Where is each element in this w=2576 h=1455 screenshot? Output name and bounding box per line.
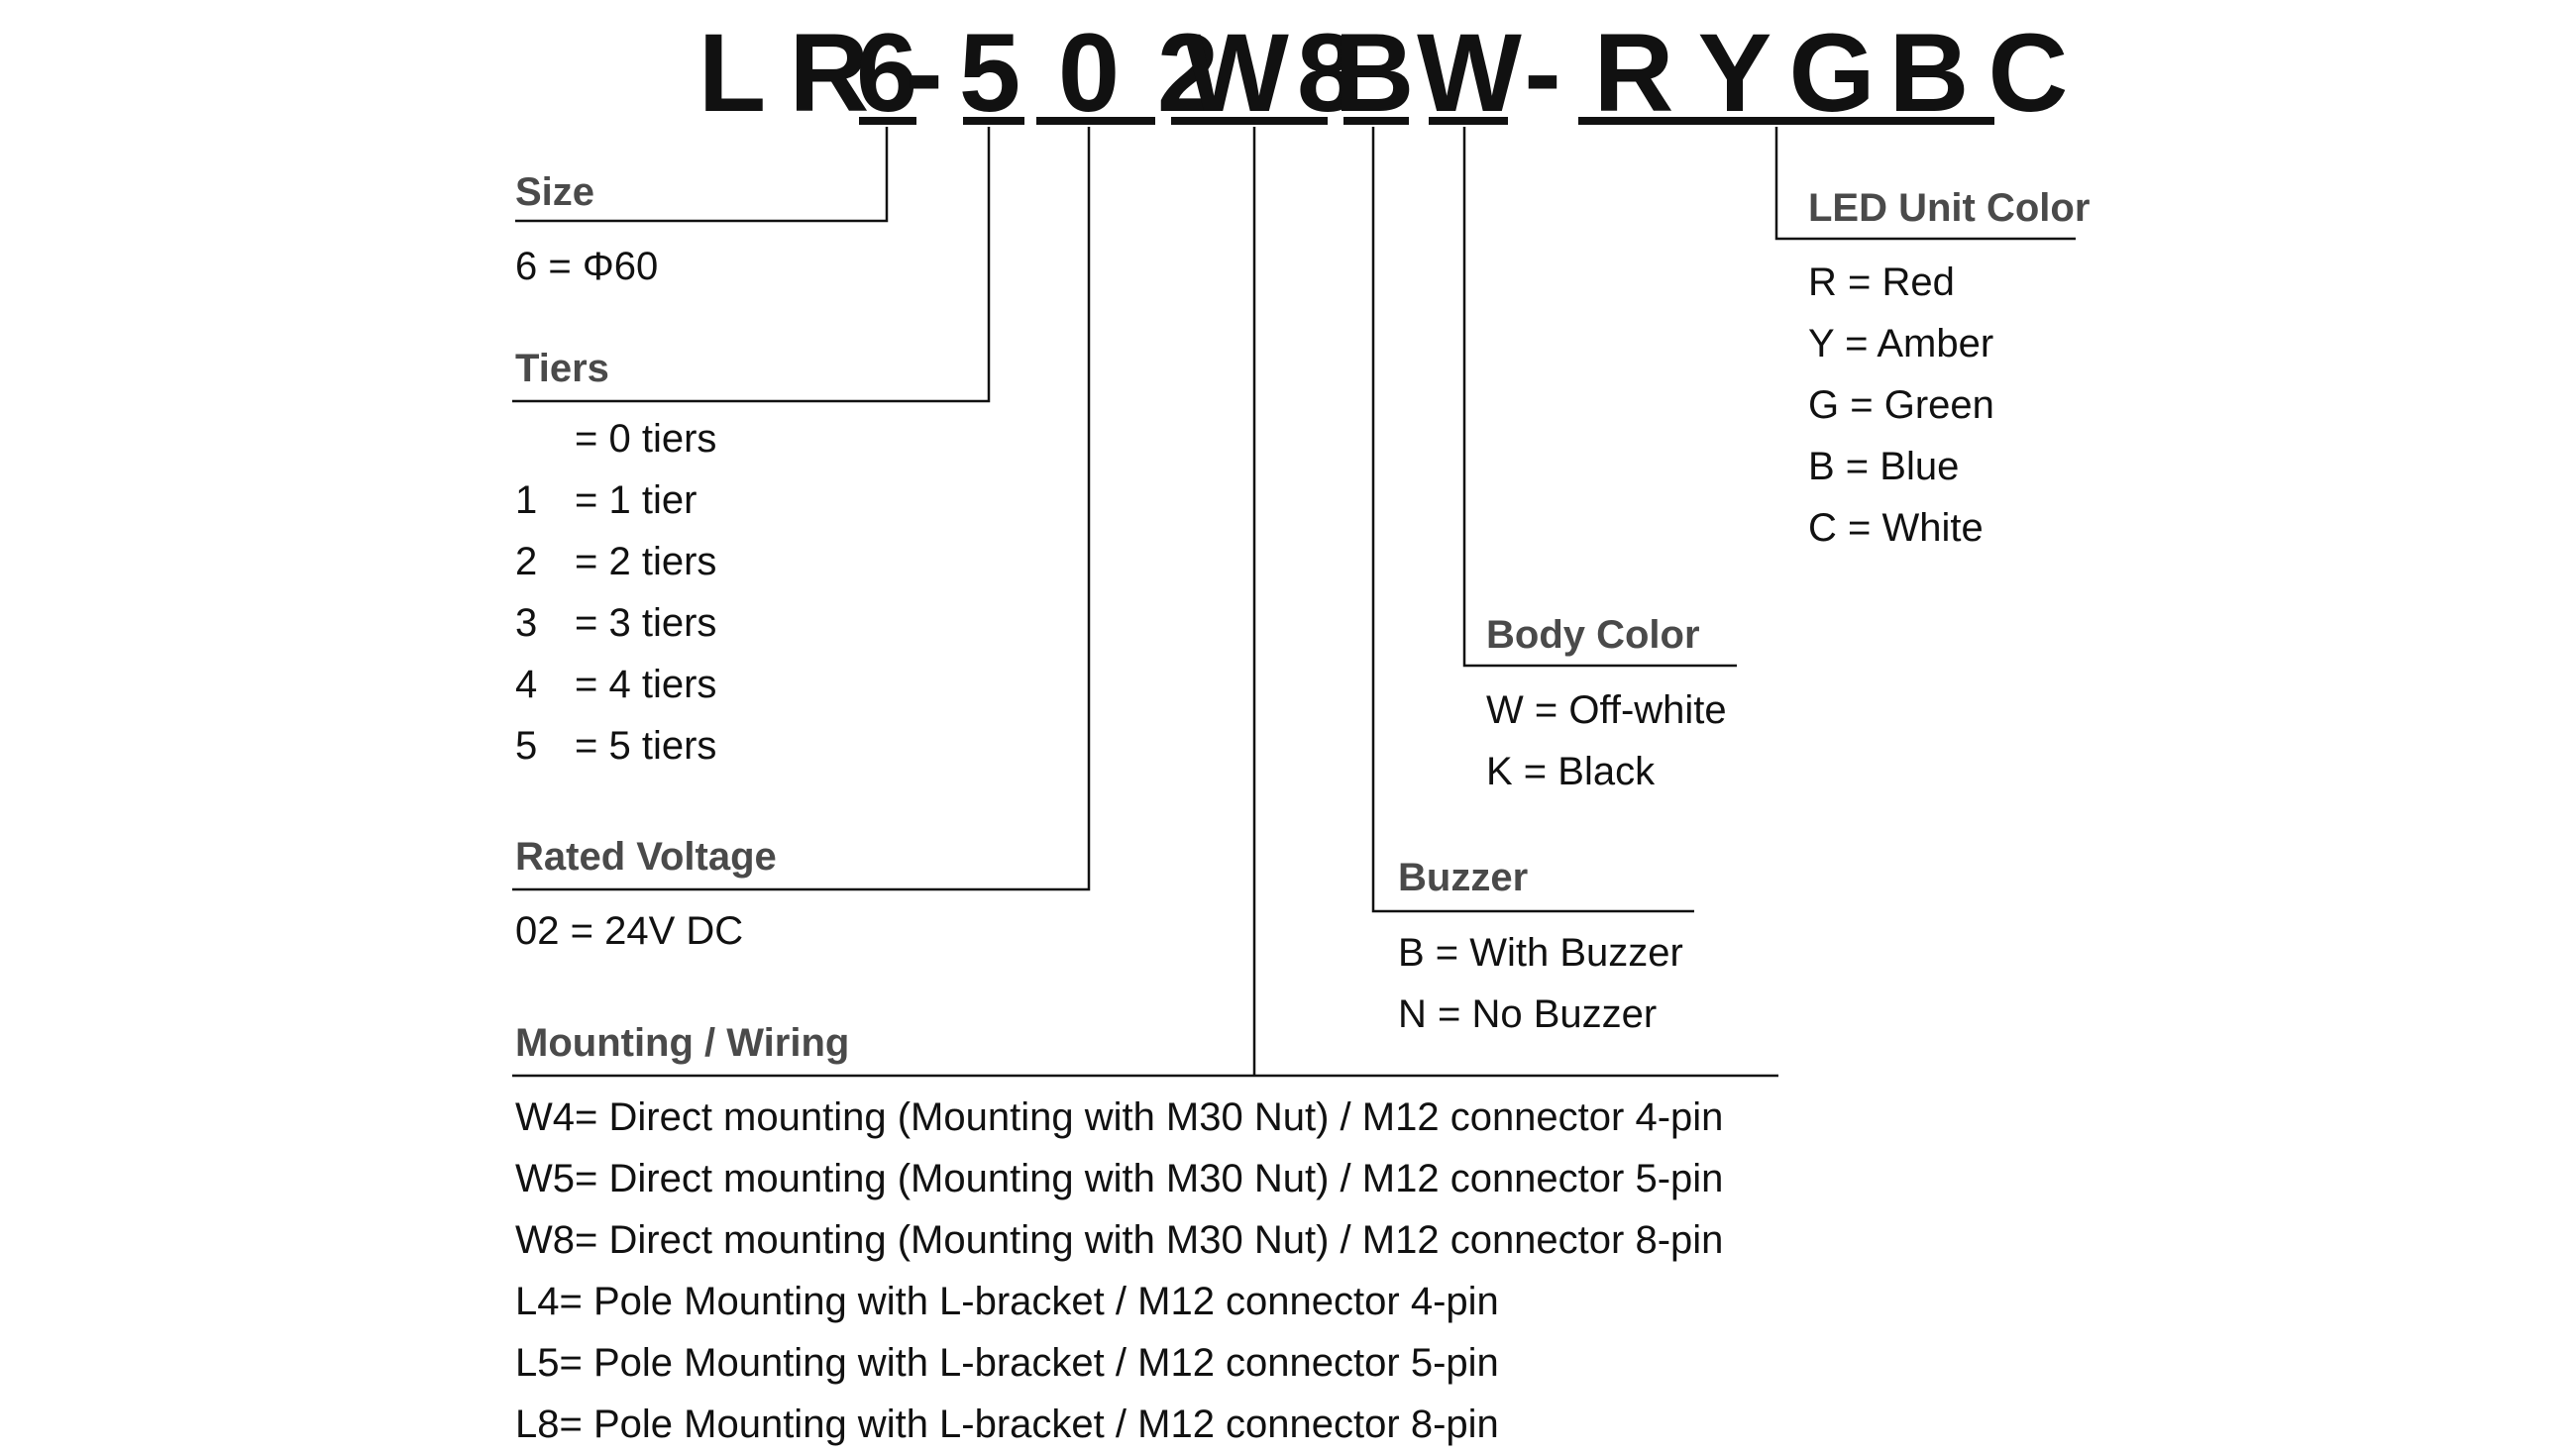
code-char-voltage: 2 xyxy=(1156,11,1220,135)
code-char: L xyxy=(698,11,767,135)
code-char-body-color: W xyxy=(1417,11,1522,135)
code-char-led: C xyxy=(1987,11,2069,135)
tier-desc: = 5 tiers xyxy=(575,724,717,768)
size-heading: Size xyxy=(515,170,595,214)
led-color-underline xyxy=(1578,117,1994,125)
tier-code: 2 xyxy=(515,540,538,583)
led-color-option: R = Red xyxy=(1808,260,1955,304)
mounting-underline xyxy=(1171,117,1328,125)
voltage-heading: Rated Voltage xyxy=(515,835,777,879)
mounting-option: L5= Pole Mounting with L-bracket / M12 c… xyxy=(515,1341,1499,1385)
buzzer-underline xyxy=(1343,117,1409,125)
code-dash: - xyxy=(1524,11,1561,135)
led-color-option: G = Green xyxy=(1808,383,1994,427)
body-color-option: W = Off-white xyxy=(1486,688,1727,732)
tier-desc: = 3 tiers xyxy=(575,601,717,645)
code-char-voltage: 0 xyxy=(1057,11,1121,135)
tier-code: 5 xyxy=(515,724,538,768)
led-color-connector xyxy=(1774,127,2076,241)
body-color-heading: Body Color xyxy=(1486,613,1700,657)
size-option: 6 = Φ60 xyxy=(515,245,659,288)
tiers-underline xyxy=(963,117,1024,125)
mounting-option: W5= Direct mounting (Mounting with M30 N… xyxy=(515,1157,1724,1200)
code-char-led: B xyxy=(1888,11,1970,135)
mounting-heading: Mounting / Wiring xyxy=(515,1021,850,1065)
voltage-connector xyxy=(512,127,1091,891)
voltage-underline xyxy=(1036,117,1155,125)
code-char-led: Y xyxy=(1697,11,1772,135)
size-underline xyxy=(859,117,916,125)
tier-desc: = 0 tiers xyxy=(575,417,717,461)
led-color-option: B = Blue xyxy=(1808,445,1960,488)
code-char-buzzer: B xyxy=(1334,11,1415,135)
size-connector xyxy=(515,127,889,223)
mounting-connector xyxy=(512,127,1778,1078)
buzzer-heading: Buzzer xyxy=(1398,856,1529,899)
code-char-mounting: 8 xyxy=(1296,11,1359,135)
code-char-mounting: W xyxy=(1184,11,1289,135)
tier-code: 1 xyxy=(515,478,538,522)
body-color-option: K = Black xyxy=(1486,750,1656,793)
body-color-connector xyxy=(1462,127,1737,668)
mounting-option: L4= Pole Mounting with L-bracket / M12 c… xyxy=(515,1280,1499,1323)
mounting-option: W4= Direct mounting (Mounting with M30 N… xyxy=(515,1095,1724,1139)
tier-code: 3 xyxy=(515,601,538,645)
voltage-option: 02 = 24V DC xyxy=(515,909,744,953)
buzzer-connector xyxy=(1371,127,1694,913)
tier-desc: = 2 tiers xyxy=(575,540,717,583)
code-char-led: R xyxy=(1593,11,1674,135)
body-color-underline xyxy=(1429,117,1508,125)
led-color-option: Y = Amber xyxy=(1808,322,1994,365)
tier-desc: = 4 tiers xyxy=(575,663,717,706)
tier-desc: = 1 tier xyxy=(575,478,698,522)
code-char-tiers: 5 xyxy=(958,11,1021,135)
code-char-size: 6 xyxy=(855,11,918,135)
code-char: R xyxy=(789,11,870,135)
tiers-connector xyxy=(512,127,991,403)
tiers-heading: Tiers xyxy=(515,347,609,390)
tier-code: 4 xyxy=(515,663,538,706)
buzzer-option: N = No Buzzer xyxy=(1398,992,1658,1036)
mounting-option: L8= Pole Mounting with L-bracket / M12 c… xyxy=(515,1403,1499,1446)
code-dash: - xyxy=(906,11,943,135)
led-color-heading: LED Unit Color xyxy=(1808,186,2091,230)
mounting-option: W8= Direct mounting (Mounting with M30 N… xyxy=(515,1218,1724,1262)
buzzer-option: B = With Buzzer xyxy=(1398,931,1683,975)
code-char-led: G xyxy=(1788,11,1876,135)
led-color-option: C = White xyxy=(1808,506,1984,550)
